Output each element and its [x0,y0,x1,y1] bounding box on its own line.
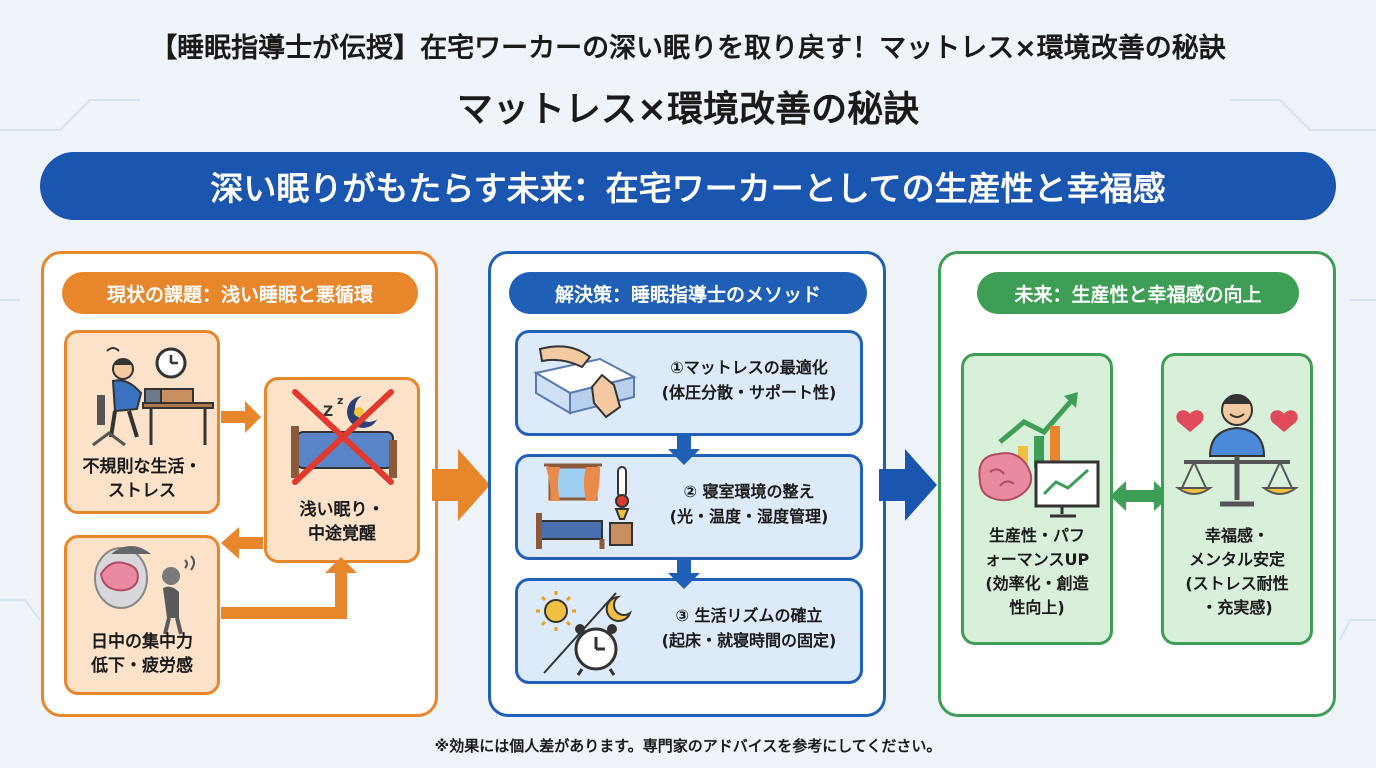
future-item-line: 生産性・パフ [988,526,1085,545]
solution-step-rhythm: ③ 生活リズムの確立 (起床・就寝時間の固定) [515,578,863,684]
problem-item-line: 低下・疲労感 [91,656,193,676]
future-item-productivity: 生産性・パフ ォーマンスUP (効率化・創造 性向上) [961,353,1113,645]
day-night-clock-icon [536,591,633,676]
future-item-line: (ストレス耐性 [1185,574,1289,593]
page-title: 【睡眠指導士が伝授】在宅ワーカーの深い眠りを取り戻す！マットレス×環境改善の秘訣 [150,33,1226,64]
solution-step-detail: (光・温度・湿度管理) [669,507,829,526]
problem-item-line: ストレス [108,481,176,501]
solution-step-title: ② 寝室環境の整え [683,482,815,501]
future-item-line: メンタル安定 [1188,550,1285,569]
solution-step-detail: (起床・就寝時間の固定) [661,631,837,650]
future-item-line: 幸福感・ [1204,526,1269,545]
solution-step-bedroom: ② 寝室環境の整え (光・温度・湿度管理) [515,454,863,560]
problem-item-shallow-sleep: Z z 浅い眠り・ 中途覚醒 [264,377,420,563]
brain-growth-icon [978,392,1100,518]
solution-panel: 解決策：睡眠指導士のメソッド ①マットレスの最適化 (体圧分散・サポート性) [488,251,886,717]
bedroom-icon [536,463,633,549]
svg-text:Z: Z [323,404,333,420]
crossed-sleep-icon: Z z [291,389,397,485]
problem-item-irregular-life: 不規則な生活・ ストレス [64,330,220,514]
theme-banner: 深い眠りがもたらす未来：在宅ワーカーとしての生産性と幸福感 [40,152,1336,220]
solution-step-detail: (体圧分散・サポート性) [661,383,837,402]
future-item-happiness: 幸福感・ メンタル安定 (ストレス耐性 ・充実感) [1161,353,1313,645]
stressed-worker-icon [92,347,214,447]
two-way-arrow [1110,481,1170,511]
solution-step-title: ①マットレスの最適化 [670,358,828,377]
page-subtitle: マットレス×環境改善の秘訣 [456,89,920,130]
solution-step-mattress: ①マットレスの最適化 (体圧分散・サポート性) [515,330,863,436]
future-item-line: (効率化・創造 [985,574,1089,593]
future-item-line: ・充実感) [1201,598,1273,617]
problem-item-line: 浅い眠り・ [299,500,385,520]
problem-heading: 現状の課題：浅い睡眠と悪循環 [62,272,418,314]
problem-item-line: 不規則な生活・ [82,457,202,477]
future-item-line: ォーマンスUP [984,550,1090,569]
future-item-line: 性向上) [1009,598,1065,617]
problem-panel: 現状の課題：浅い睡眠と悪循環 不規則な生活・ ストレス [41,251,438,717]
future-heading: 未来：生産性と幸福感の向上 [977,272,1299,314]
fatigue-icon [94,546,195,635]
flow-arrow-solution-to-future [879,449,937,521]
flow-arrow-problem-to-solution [432,449,490,521]
balanced-person-icon [1174,394,1300,507]
solution-heading: 解決策：睡眠指導士のメソッド [509,272,867,314]
problem-item-line: 中途覚醒 [308,524,376,544]
solution-step-title: ③ 生活リズムの確立 [675,606,823,625]
problem-item-fatigue: 日中の集中力 低下・疲労感 [64,535,220,695]
problem-item-line: 日中の集中力 [91,632,193,652]
future-panel: 未来：生産性と幸福感の向上 生産性・パフ ォーマンスUP (効率化・創造 性向上… [938,251,1336,717]
disclaimer-note: ※効果には個人差があります。専門家のアドバイスを参考にしてください。 [434,737,942,755]
mattress-icon [533,345,637,419]
svg-text:z: z [337,394,343,407]
